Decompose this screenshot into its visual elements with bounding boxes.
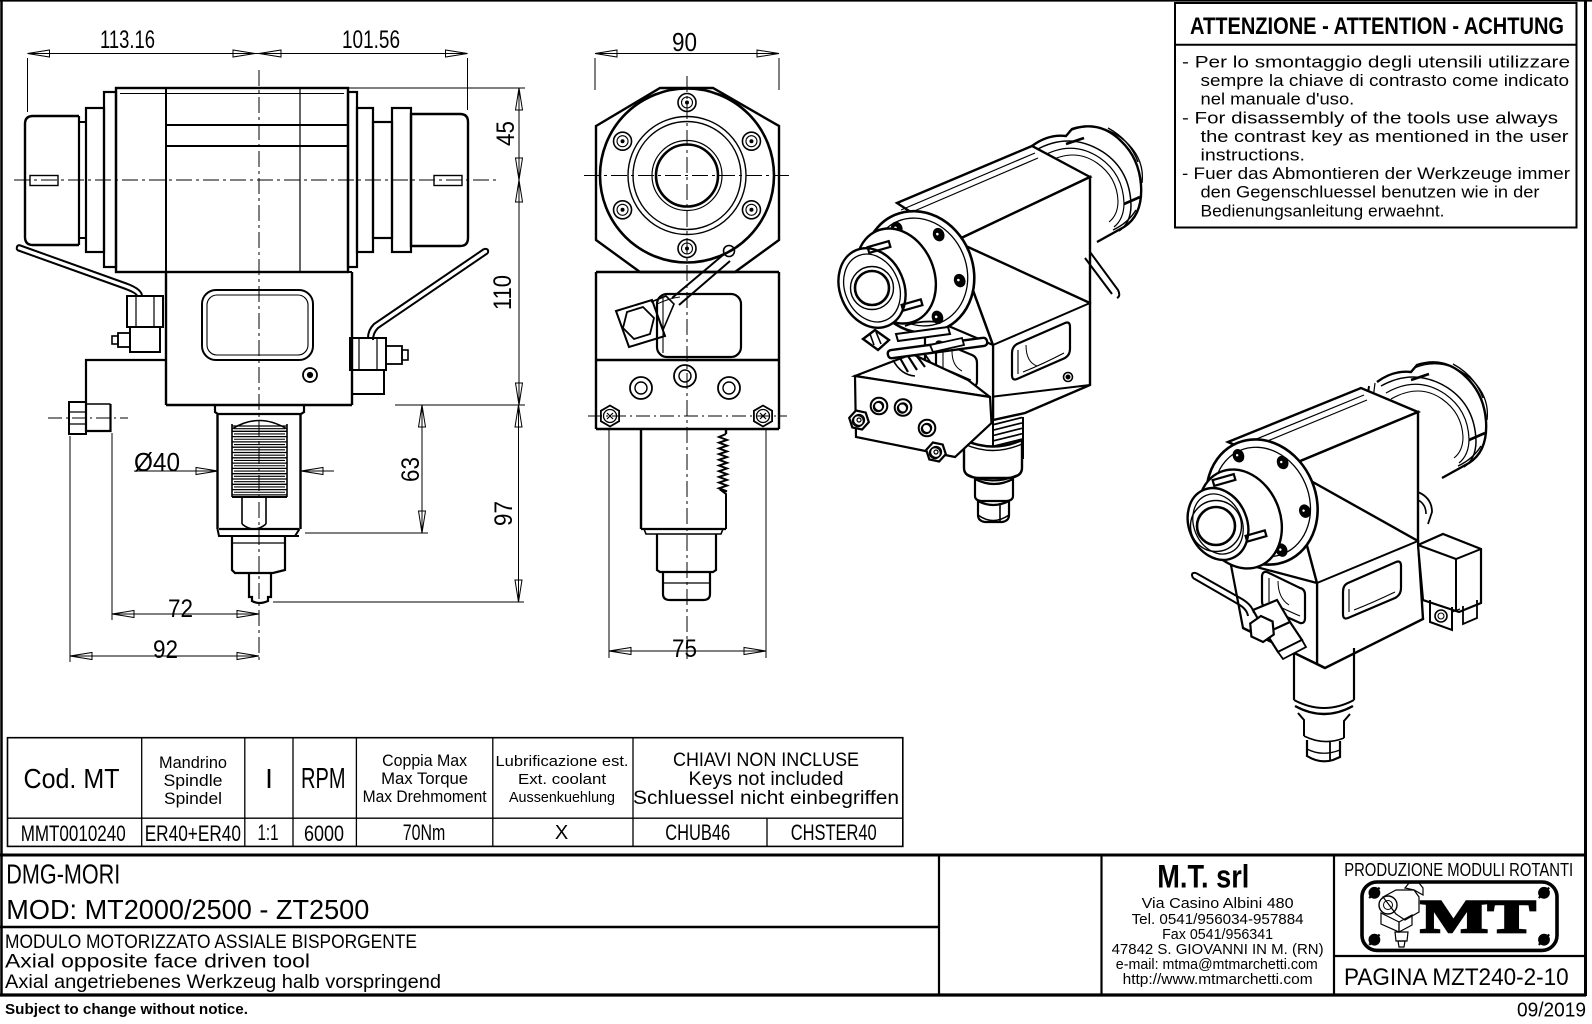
svg-text:1:1: 1:1: [258, 820, 279, 845]
svg-text:MMT0010240: MMT0010240: [21, 821, 126, 846]
svg-text:Axial opposite face driven too: Axial opposite face driven tool: [5, 951, 310, 973]
svg-text:Axial angetriebenes Werkzeug h: Axial angetriebenes Werkzeug halb vorspr…: [5, 971, 441, 993]
svg-text:Max Drehmoment: Max Drehmoment: [363, 788, 487, 806]
svg-text:MOD: MT2000/2500 - ZT2500: MOD: MT2000/2500 - ZT2500: [6, 894, 369, 925]
svg-text:72: 72: [168, 595, 193, 623]
svg-text:Subject to change without noti: Subject to change without notice.: [5, 1002, 248, 1018]
svg-text:- Fuer das Abmontieren der Wer: - Fuer das Abmontieren der Werkzeuge imm…: [1182, 165, 1571, 183]
svg-text:ER40+ER40: ER40+ER40: [145, 821, 241, 846]
svg-text:09/2019: 09/2019: [1517, 1000, 1586, 1022]
svg-text:M.T. srl: M.T. srl: [1157, 859, 1249, 895]
svg-text:- For disassembly of the tools: - For disassembly of the tools use alway…: [1182, 109, 1558, 127]
svg-text:MODULO MOTORIZZATO ASSIALE BIS: MODULO MOTORIZZATO ASSIALE BISPORGENTE: [5, 931, 417, 953]
svg-text:I: I: [265, 763, 273, 794]
svg-text:nel manuale d'uso.: nel manuale d'uso.: [1201, 91, 1355, 109]
svg-text:- Per lo smontaggio degli uten: - Per lo smontaggio degli utensili utili…: [1182, 54, 1570, 72]
svg-text:Fax 0541/956341: Fax 0541/956341: [1162, 926, 1273, 943]
svg-text:Coppia Max: Coppia Max: [382, 752, 468, 770]
svg-text:Spindel: Spindel: [164, 790, 222, 808]
svg-text:Ø40: Ø40: [134, 447, 180, 477]
svg-text:Bedienungsanleitung erwaehnt.: Bedienungsanleitung erwaehnt.: [1201, 202, 1445, 220]
svg-text:Via Casino Albini 480: Via Casino Albini 480: [1142, 895, 1294, 912]
svg-text:sempre la chiave di contrasto: sempre la chiave di contrasto come indic…: [1201, 72, 1570, 90]
svg-text:X: X: [555, 822, 568, 844]
svg-text:113.16: 113.16: [100, 26, 155, 54]
svg-text:Keys not included: Keys not included: [689, 769, 844, 790]
svg-text:instructions.: instructions.: [1201, 147, 1306, 165]
svg-text:PAGINA MZT240-2-10: PAGINA MZT240-2-10: [1344, 964, 1569, 991]
svg-text:Ext. coolant: Ext. coolant: [518, 772, 606, 788]
svg-text:e-mail: mtma@mtmarchetti.com: e-mail: mtma@mtmarchetti.com: [1116, 956, 1318, 973]
svg-text:70Nm: 70Nm: [403, 820, 446, 845]
svg-text:75: 75: [672, 635, 697, 663]
svg-text:Spindle: Spindle: [164, 772, 223, 790]
svg-text:ATTENZIONE - ATTENTION - ACHTU: ATTENZIONE - ATTENTION - ACHTUNG: [1190, 13, 1564, 40]
svg-text:47842 S. GIOVANNI IN M. (RN): 47842 S. GIOVANNI IN M. (RN): [1112, 941, 1324, 958]
svg-text:110: 110: [489, 275, 517, 310]
svg-text:PRODUZIONE MODULI ROTANTI: PRODUZIONE MODULI ROTANTI: [1344, 860, 1573, 880]
svg-text:CHUB46: CHUB46: [665, 820, 730, 845]
svg-text:MT: MT: [1421, 891, 1536, 943]
svg-text:90: 90: [672, 27, 697, 57]
svg-text:92: 92: [153, 636, 178, 664]
svg-text:45: 45: [492, 121, 520, 146]
svg-text:Schluessel nicht einbegriffen: Schluessel nicht einbegriffen: [633, 788, 899, 809]
svg-text:DMG-MORI: DMG-MORI: [6, 859, 120, 890]
svg-text:101.56: 101.56: [342, 26, 400, 54]
svg-text:RPM: RPM: [301, 763, 346, 795]
svg-text:Cod. MT: Cod. MT: [24, 763, 120, 794]
svg-text:63: 63: [397, 457, 425, 482]
svg-text:Mandrino: Mandrino: [159, 754, 227, 772]
svg-text:the contrast key as mentioned: the contrast key as mentioned in the use…: [1201, 128, 1570, 146]
svg-text:97: 97: [490, 501, 518, 526]
svg-text:Tel. 0541/956034-957884: Tel. 0541/956034-957884: [1132, 911, 1304, 928]
svg-text:6000: 6000: [304, 821, 344, 846]
svg-text:Aussenkuehlung: Aussenkuehlung: [509, 790, 615, 806]
svg-text:den Gegenschluessel benutzen w: den Gegenschluessel benutzen wie in der: [1201, 184, 1541, 202]
svg-text:Lubrificazione est.: Lubrificazione est.: [496, 754, 629, 770]
svg-text:CHSTER40: CHSTER40: [791, 820, 877, 845]
svg-text:CHIAVI NON INCLUSE: CHIAVI NON INCLUSE: [673, 750, 859, 771]
svg-text:Max Torque: Max Torque: [381, 770, 468, 788]
svg-text:http://www.mtmarchetti.com: http://www.mtmarchetti.com: [1123, 971, 1313, 988]
